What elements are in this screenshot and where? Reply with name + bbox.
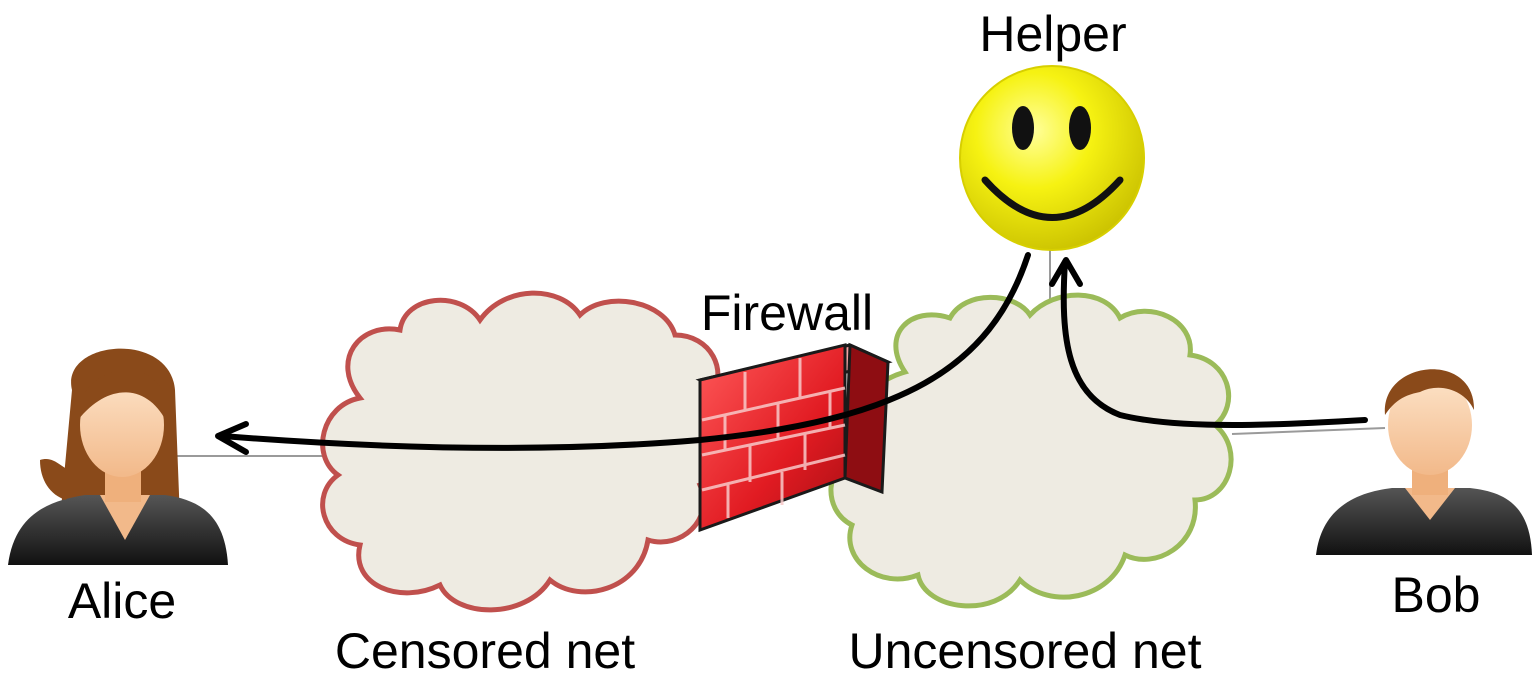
bob-link: [1231, 427, 1386, 435]
firewall-label: Firewall: [701, 285, 873, 341]
helper-arrowhead: [1049, 257, 1083, 287]
bob-to-helper-arrow: [1060, 259, 1368, 428]
alice-label: Alice: [68, 573, 176, 629]
helper-to-alice-arrow: [219, 252, 1031, 451]
bob-label: Bob: [1392, 567, 1481, 623]
censored-net-label: Censored net: [335, 623, 635, 674]
uncensored-net-cloud: [828, 292, 1234, 609]
uncensored-net-label: Uncensored net: [848, 623, 1201, 674]
firewall-brick-icon: [695, 342, 893, 533]
alice-user-icon: [8, 348, 228, 565]
censored-net-cloud: [320, 290, 729, 613]
alice-arrowhead: [215, 421, 249, 455]
data-flow-arrows: [215, 252, 1368, 455]
helper-label: Helper: [979, 6, 1126, 62]
helper-smiley-icon: [959, 65, 1145, 251]
bob-user-icon: [1316, 369, 1532, 555]
